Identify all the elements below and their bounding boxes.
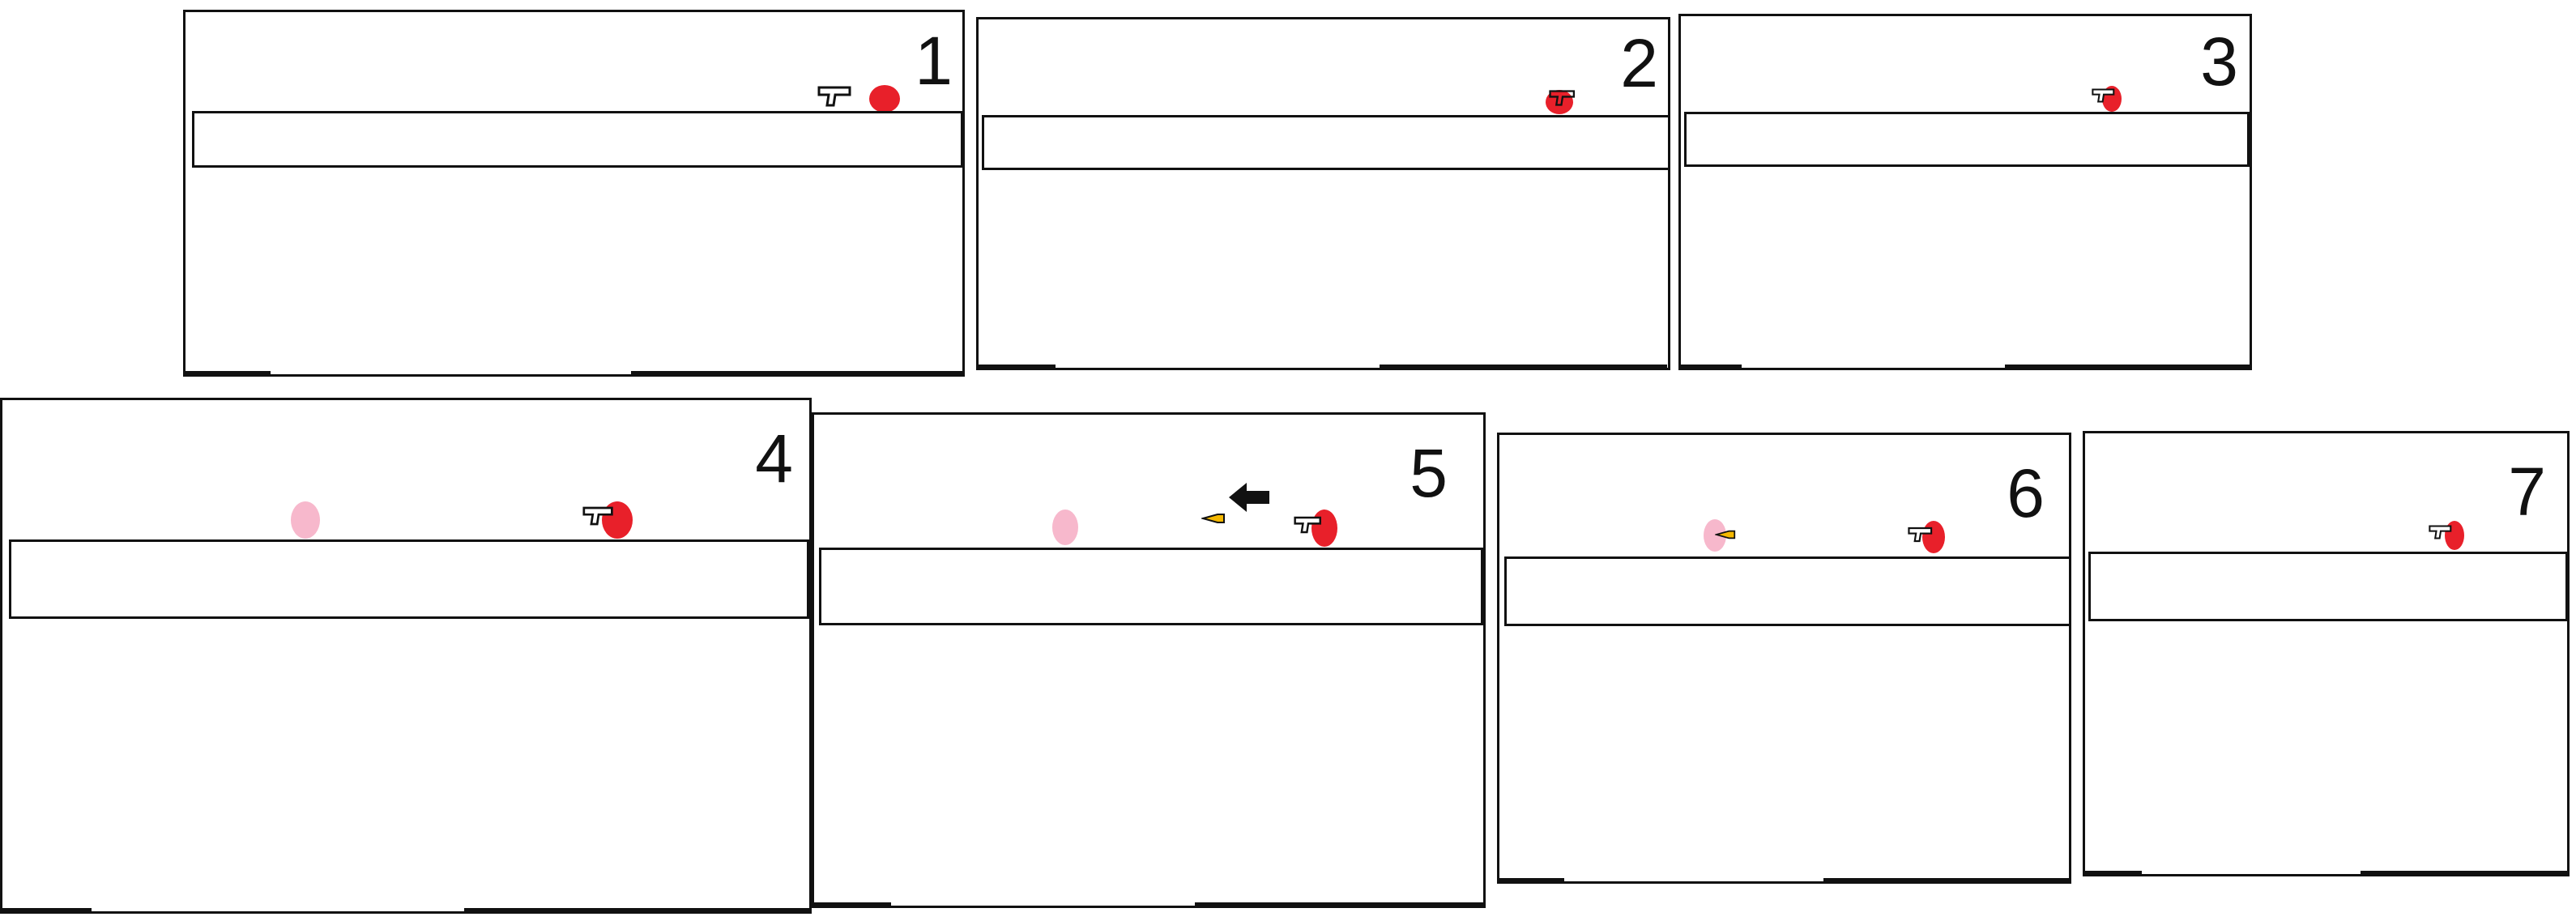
panel-number: 1 [915, 23, 953, 99]
panel-number: 5 [1410, 435, 1448, 511]
comic-panel-2: 2 [976, 17, 1670, 370]
bullet-icon [1201, 514, 1225, 523]
pistol-icon [2429, 525, 2452, 539]
floor-edge [631, 371, 963, 374]
floor-edge [2085, 871, 2142, 874]
comic-panel-6: 6 [1497, 433, 2071, 884]
pistol-icon [1294, 516, 1321, 534]
floor-edge [814, 902, 891, 906]
platform [2088, 552, 2568, 621]
floor-edge [2361, 871, 2568, 874]
left-arrow-icon [1229, 483, 1269, 512]
faded-enemy [291, 501, 320, 539]
comic-panel-7: 7 [2083, 431, 2570, 876]
comic-panel-4: 4 [0, 398, 812, 914]
panel-number: 7 [2508, 454, 2546, 530]
comic-panel-1: 1 [183, 10, 965, 377]
floor-edge [2, 908, 92, 911]
platform [982, 115, 1670, 170]
platform [192, 111, 963, 168]
pistol-icon [1908, 527, 1933, 543]
floor-edge [1681, 365, 1742, 368]
platform [9, 539, 809, 619]
floor-edge [1380, 365, 1667, 368]
floor-edge [2005, 365, 2250, 368]
platform [1684, 112, 2250, 167]
panel-number: 6 [2007, 455, 2045, 531]
platform [1504, 556, 2071, 626]
panel-number: 3 [2200, 23, 2238, 100]
floor-edge [1195, 902, 1483, 906]
panel-number: 4 [755, 420, 793, 497]
red-enemy [869, 85, 900, 113]
floor-edge [979, 365, 1056, 368]
pistol-icon [2092, 88, 2115, 103]
pistol-icon [817, 86, 851, 107]
pistol-icon [1549, 90, 1576, 106]
pistol-icon [582, 506, 613, 526]
platform [819, 548, 1483, 625]
floor-edge [186, 371, 271, 374]
panel-number: 2 [1620, 25, 1658, 101]
faded-enemy [1052, 510, 1078, 545]
bullet-icon [1715, 530, 1736, 539]
floor-edge [1823, 878, 2069, 881]
comic-panel-3: 3 [1678, 14, 2252, 370]
floor-edge [464, 908, 809, 911]
floor-edge [1499, 878, 1564, 881]
comic-panel-5: 5 [812, 412, 1486, 908]
red-enemy [1922, 521, 1945, 553]
red-enemy [1311, 510, 1337, 547]
